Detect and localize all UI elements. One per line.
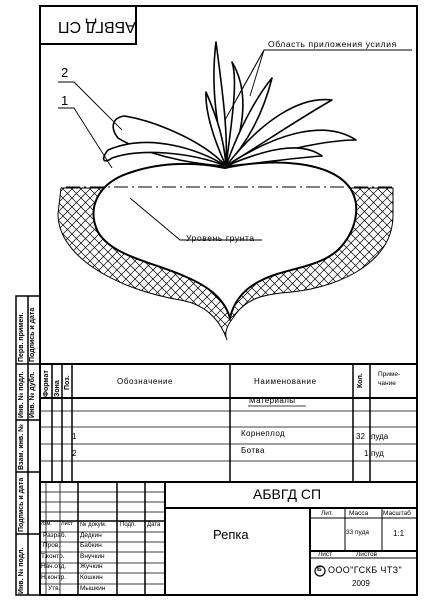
scale-label: Масштаб bbox=[383, 510, 411, 517]
strip-label-a: Перв. примен. bbox=[18, 312, 25, 362]
scale-value: 1:1 bbox=[393, 529, 405, 538]
header-note-1: Приме- bbox=[378, 371, 401, 378]
person-develop: Дедкин bbox=[80, 532, 102, 539]
turnip-tops bbox=[102, 41, 357, 167]
row-2-qty: 1 bbox=[364, 449, 369, 458]
role-develop: Разраб. bbox=[43, 532, 67, 539]
header-note-2: чание bbox=[378, 380, 396, 387]
row-2-note: пуд bbox=[371, 449, 384, 458]
role-dept-head: Нач.отд. bbox=[41, 563, 67, 570]
strip-label-e: Инв. № дубл. bbox=[29, 371, 36, 418]
left-strip bbox=[15, 295, 41, 596]
ground-level-label: Уровень грунта bbox=[186, 233, 255, 243]
col-doc: № докум. bbox=[80, 522, 107, 528]
strip-label-g: Инв. № подл. bbox=[18, 547, 25, 594]
strip-label-d: Взам. инв. № bbox=[18, 424, 25, 470]
sheet-label: Лист bbox=[318, 551, 333, 558]
person-approve: Мышкин bbox=[80, 585, 106, 592]
sheets-label: Листов bbox=[356, 551, 378, 558]
row-1-qty: 32 bbox=[356, 432, 365, 441]
header-designation: Обозначение bbox=[117, 377, 174, 386]
callout-leaders bbox=[58, 49, 412, 241]
person-dept-head: Жучкин bbox=[80, 563, 103, 570]
col-izm: Изм. bbox=[40, 521, 52, 527]
strip-label-f: Подпись и дата bbox=[18, 477, 25, 532]
header-position: Поз. bbox=[64, 375, 71, 390]
col-sign: Подп. bbox=[120, 522, 136, 528]
row-1-name: Корнеплод bbox=[241, 429, 286, 438]
top-stamp-box bbox=[39, 5, 137, 45]
drawing-year: 2009 bbox=[352, 579, 370, 588]
row-1-pos: 1 bbox=[72, 432, 77, 441]
header-qty: Кол. bbox=[357, 373, 364, 388]
mass-label: Масса bbox=[349, 510, 369, 517]
logo-icon bbox=[314, 565, 326, 577]
callout-2-label: 2 bbox=[61, 65, 69, 80]
role-check: Пров. bbox=[43, 542, 61, 549]
row-1-note: пуда bbox=[371, 432, 389, 441]
lit-label: Лит. bbox=[321, 510, 333, 517]
strip-label-c: Подпись и дата bbox=[29, 307, 36, 362]
header-zone: Зона bbox=[54, 380, 61, 397]
row-2-pos: 2 bbox=[72, 449, 77, 458]
col-list: Лист bbox=[61, 521, 73, 527]
person-tech-control: Внучкин bbox=[80, 553, 105, 560]
header-format: Формат bbox=[43, 370, 50, 397]
role-tech-control: Т.контр. bbox=[41, 553, 65, 560]
person-norm-control: Кошкин bbox=[80, 574, 103, 581]
callout-1-label: 1 bbox=[61, 93, 69, 108]
title-name: Репка bbox=[213, 527, 249, 542]
title-designation: АБВГД СП bbox=[253, 486, 322, 502]
section-materials: Материалы bbox=[249, 396, 296, 405]
strip-label-b: Инв. № подл. bbox=[18, 371, 25, 418]
callout-force-label: Область приложения усилия bbox=[268, 39, 397, 49]
role-norm-control: Н.контр. bbox=[41, 574, 67, 581]
mass-value: 33 пуда bbox=[346, 529, 369, 536]
role-approve: Утв. bbox=[48, 585, 61, 592]
company-name: ООО"ГСКБ ЧТЗ" bbox=[328, 565, 403, 575]
person-check: Бабкин bbox=[80, 542, 102, 549]
row-2-name: Ботва bbox=[241, 446, 265, 455]
top-stamp-title: АБВГД СП bbox=[58, 18, 136, 35]
header-name: Наименование bbox=[254, 377, 317, 386]
col-date: Дата bbox=[147, 522, 161, 528]
logo-letter: Б bbox=[317, 566, 322, 573]
